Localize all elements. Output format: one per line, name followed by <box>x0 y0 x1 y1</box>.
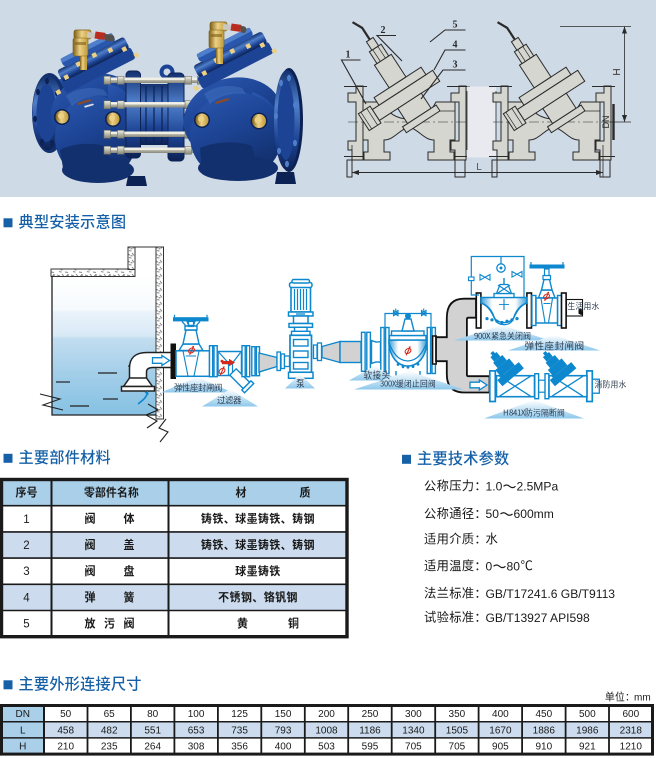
svg-text:1: 1 <box>23 514 29 526</box>
svg-text:793: 793 <box>275 725 292 736</box>
svg-text:1340: 1340 <box>402 725 425 736</box>
svg-text:400: 400 <box>275 742 292 753</box>
svg-text:3: 3 <box>453 60 458 71</box>
svg-text:264: 264 <box>144 742 161 753</box>
svg-text:0: 0 <box>486 559 493 573</box>
svg-text:482: 482 <box>101 725 118 736</box>
svg-text:1.0: 1.0 <box>486 479 503 493</box>
svg-text:503: 503 <box>318 742 335 753</box>
svg-text:150: 150 <box>275 709 292 720</box>
svg-text:500: 500 <box>579 709 596 720</box>
svg-text:905: 905 <box>492 742 509 753</box>
svg-text:1186: 1186 <box>359 725 381 736</box>
svg-text:2.5MPa: 2.5MPa <box>517 479 559 493</box>
svg-text:705: 705 <box>405 742 422 753</box>
svg-text:1210: 1210 <box>620 742 643 753</box>
svg-text:250: 250 <box>362 709 379 720</box>
svg-text:100: 100 <box>188 709 205 720</box>
svg-text:910: 910 <box>535 742 552 753</box>
svg-text:4: 4 <box>23 592 30 604</box>
svg-text:450: 450 <box>535 709 552 720</box>
svg-text:H: H <box>19 742 26 753</box>
svg-text:200: 200 <box>318 709 335 720</box>
svg-text:1986: 1986 <box>576 725 599 736</box>
svg-text:DN: DN <box>16 709 30 720</box>
svg-text:705: 705 <box>449 742 466 753</box>
svg-text:GB/T17241.6 GB/T9113: GB/T17241.6 GB/T9113 <box>486 587 616 601</box>
svg-text:5: 5 <box>453 20 458 31</box>
svg-text:125: 125 <box>231 709 248 720</box>
svg-text:458: 458 <box>57 725 74 736</box>
svg-text:350: 350 <box>449 709 466 720</box>
svg-text:1: 1 <box>346 50 351 61</box>
svg-text:50: 50 <box>486 507 500 521</box>
svg-text:400: 400 <box>492 709 509 720</box>
svg-text:L: L <box>476 162 482 173</box>
svg-text:mm: mm <box>634 693 651 704</box>
svg-text:2: 2 <box>23 540 29 552</box>
svg-text:551: 551 <box>144 725 161 736</box>
svg-text:600mm: 600mm <box>514 507 554 521</box>
svg-text:653: 653 <box>188 725 205 736</box>
svg-text:735: 735 <box>231 725 248 736</box>
svg-text:210: 210 <box>57 742 74 753</box>
svg-text:2: 2 <box>381 25 386 36</box>
svg-text:308: 308 <box>188 742 205 753</box>
svg-text:DN: DN <box>601 116 611 129</box>
svg-text:80: 80 <box>147 709 159 720</box>
svg-text:H: H <box>612 68 623 75</box>
svg-text:1505: 1505 <box>446 725 469 736</box>
svg-text:1886: 1886 <box>533 725 556 736</box>
svg-text:3: 3 <box>23 566 29 578</box>
svg-text:595: 595 <box>362 742 379 753</box>
svg-text:50: 50 <box>60 709 72 720</box>
svg-text:65: 65 <box>104 709 116 720</box>
svg-text:GB/T13927 API598: GB/T13927 API598 <box>486 611 590 625</box>
svg-text:L: L <box>20 725 26 736</box>
svg-text:5: 5 <box>23 619 29 631</box>
svg-text:2318: 2318 <box>620 725 643 736</box>
svg-text:1670: 1670 <box>489 725 512 736</box>
svg-text:356: 356 <box>231 742 248 753</box>
svg-text:600: 600 <box>622 709 639 720</box>
svg-text:1008: 1008 <box>315 725 338 736</box>
svg-text:921: 921 <box>579 742 596 753</box>
svg-text:235: 235 <box>101 742 118 753</box>
svg-text:300: 300 <box>405 709 422 720</box>
svg-text:4: 4 <box>453 40 458 51</box>
svg-text:80: 80 <box>507 559 521 573</box>
